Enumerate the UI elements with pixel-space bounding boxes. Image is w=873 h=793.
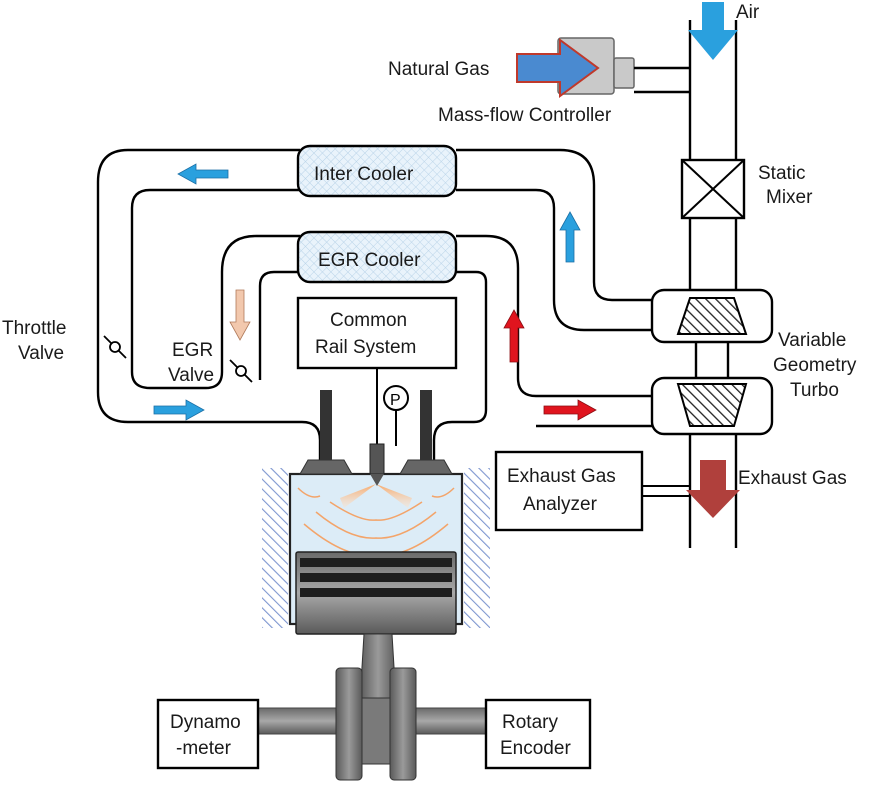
common-rail-system	[296, 296, 458, 446]
egr-flow-arrow	[229, 289, 251, 341]
mass-flow-controller-label: Mass-flow Controller	[438, 105, 612, 126]
vgt-label-3: Turbo	[790, 380, 839, 401]
dynamometer-label-1: Dynamo	[170, 712, 241, 733]
vgt-label-1: Variable	[778, 330, 846, 351]
dynamometer	[156, 698, 260, 770]
egr-valve-label-1: EGR	[172, 340, 213, 361]
pressure-sensor	[383, 385, 409, 411]
air-arrow	[688, 2, 738, 60]
injector	[369, 443, 385, 486]
throttle-valve-symbol	[103, 335, 127, 359]
exhaust-gas-analyzer	[494, 450, 690, 532]
intake-loop-pipe	[96, 148, 652, 470]
piston	[295, 551, 457, 635]
dynamometer-label-2: -meter	[176, 738, 232, 759]
egr-cooler-label: EGR Cooler	[318, 250, 421, 271]
common-rail-label-1: Common	[330, 310, 407, 331]
egr-valve-symbol	[229, 359, 253, 383]
inter-cooler-label: Inter Cooler	[314, 164, 414, 185]
exhaust-valve	[399, 390, 453, 475]
exhaust-out-arrow	[686, 460, 740, 518]
rotary-encoder-label-1: Rotary	[502, 712, 558, 733]
throttle-valve-label-2: Valve	[18, 343, 64, 364]
exhaust-flow-arrows	[503, 309, 597, 421]
cylinder-walls	[262, 468, 490, 628]
throttle-valve-label-1: Throttle	[2, 318, 66, 339]
pressure-sensor-label: P	[390, 392, 401, 409]
variable-geometry-turbo	[650, 288, 774, 436]
natural-gas-arrow	[516, 38, 600, 98]
vgt-label-2: Geometry	[773, 355, 857, 376]
egr-cooler	[296, 230, 458, 284]
static-mixer-label-2: Mixer	[766, 187, 813, 208]
static-mixer-label-1: Static	[758, 163, 806, 184]
natural-gas-label: Natural Gas	[388, 59, 489, 80]
inter-cooler	[296, 144, 458, 198]
air-label: Air	[736, 2, 760, 23]
exhaust-gas-label: Exhaust Gas	[738, 468, 847, 489]
static-mixer	[680, 158, 746, 220]
intake-valve	[299, 390, 353, 475]
crankshaft	[257, 667, 487, 781]
rotary-encoder	[484, 698, 592, 770]
egr-valve-label-2: Valve	[168, 365, 214, 386]
intake-flow-arrows	[153, 163, 581, 421]
rotary-encoder-label-2: Encoder	[500, 738, 571, 759]
exhaust-gas-analyzer-label-2: Analyzer	[523, 494, 598, 515]
common-rail-label-2: Rail System	[315, 337, 416, 358]
exhaust-gas-analyzer-label-1: Exhaust Gas	[507, 466, 616, 487]
